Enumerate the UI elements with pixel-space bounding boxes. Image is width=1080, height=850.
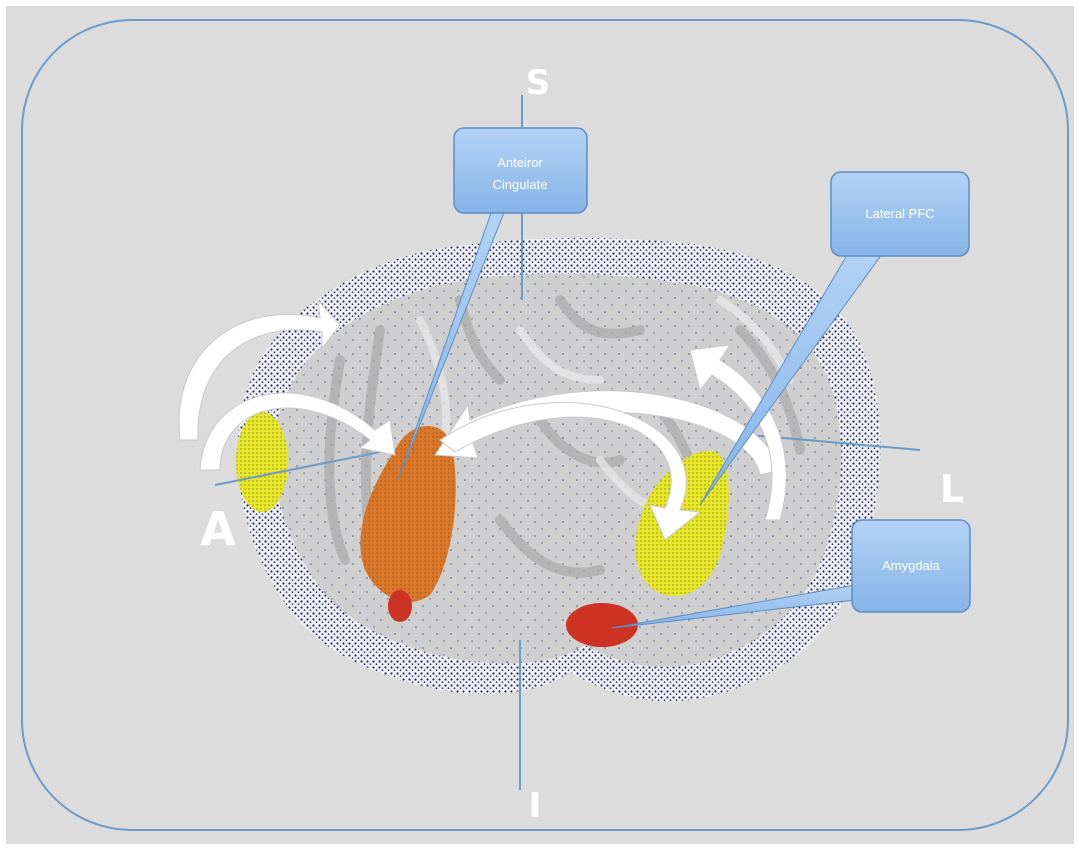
label-superior: S [526, 63, 551, 103]
callout-box-anterior-cingulate [454, 128, 587, 213]
amygdala-region-small [388, 590, 412, 622]
lateral-pfc-region-left [236, 412, 288, 512]
label-anterior: A [200, 502, 236, 556]
callout-label-amygdala: Amygdala [882, 558, 941, 573]
callout-label-anterior-cingulate-line1: Anteiror [497, 155, 543, 170]
label-inferior: I [529, 786, 542, 826]
callout-label-anterior-cingulate-line2: Cingulate [493, 177, 548, 192]
callout-label-lateral-pfc: Lateral PFC [865, 206, 934, 221]
label-lateral: L [940, 467, 964, 511]
